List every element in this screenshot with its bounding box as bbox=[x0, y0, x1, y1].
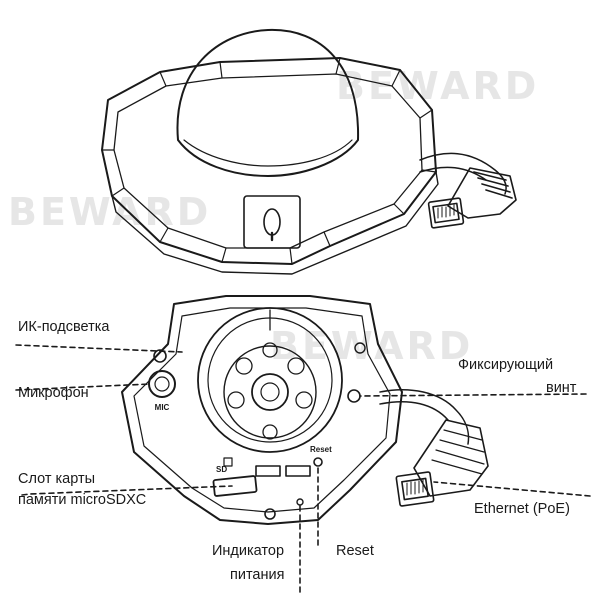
callout-ethernet bbox=[433, 481, 591, 497]
watermark-middle: BEWARD bbox=[8, 190, 212, 234]
front-led bbox=[263, 208, 281, 236]
screw-bottom bbox=[264, 508, 276, 520]
label-power-indicator-line1: Индикатор bbox=[212, 543, 285, 559]
front-recess bbox=[243, 195, 301, 249]
label-sd-slot-line1: Слот карты bbox=[18, 471, 96, 487]
callout-sd bbox=[21, 485, 233, 496]
screw-right bbox=[347, 389, 361, 403]
microphone-component bbox=[148, 370, 176, 398]
callout-ir bbox=[15, 344, 183, 353]
label-fixing-screw-line2: винт bbox=[546, 380, 577, 396]
rj45-connector-bottom bbox=[395, 419, 489, 507]
callout-fixing-screw bbox=[359, 393, 587, 397]
label-reset: Reset bbox=[336, 543, 374, 559]
board-mark-reset: Reset bbox=[310, 445, 332, 454]
label-power-indicator-line2: питания bbox=[230, 567, 285, 583]
watermark-top: BEWARD bbox=[336, 64, 540, 108]
power-led bbox=[296, 498, 304, 506]
rj45-connector-top bbox=[427, 167, 517, 229]
housing-outline-top bbox=[101, 57, 437, 265]
label-ir-light: ИК-подсветка bbox=[18, 319, 110, 335]
label-ethernet: Ethernet (PoE) bbox=[474, 501, 570, 517]
board-mark-sd: SD bbox=[216, 465, 227, 474]
label-sd-slot-line2: памяти microSDXC bbox=[18, 492, 147, 508]
label-fixing-screw-line1: Фиксирующий bbox=[458, 357, 554, 373]
base-outline bbox=[121, 295, 403, 525]
camera-dome bbox=[176, 28, 360, 177]
label-microphone: Микрофон bbox=[18, 385, 89, 401]
lens-module bbox=[197, 307, 343, 453]
screw-left bbox=[153, 349, 167, 363]
camera-assembled-view bbox=[101, 28, 517, 275]
board-mark-mic: MIC bbox=[155, 403, 170, 412]
camera-open-view: MIC SD Reset bbox=[121, 295, 489, 525]
callout-lines bbox=[15, 344, 591, 597]
ir-led-ring bbox=[223, 345, 317, 439]
port-1 bbox=[255, 465, 281, 477]
sd-card-slot bbox=[212, 475, 258, 497]
reset-button bbox=[313, 457, 323, 467]
port-2 bbox=[285, 465, 311, 477]
callout-mic bbox=[15, 383, 151, 391]
